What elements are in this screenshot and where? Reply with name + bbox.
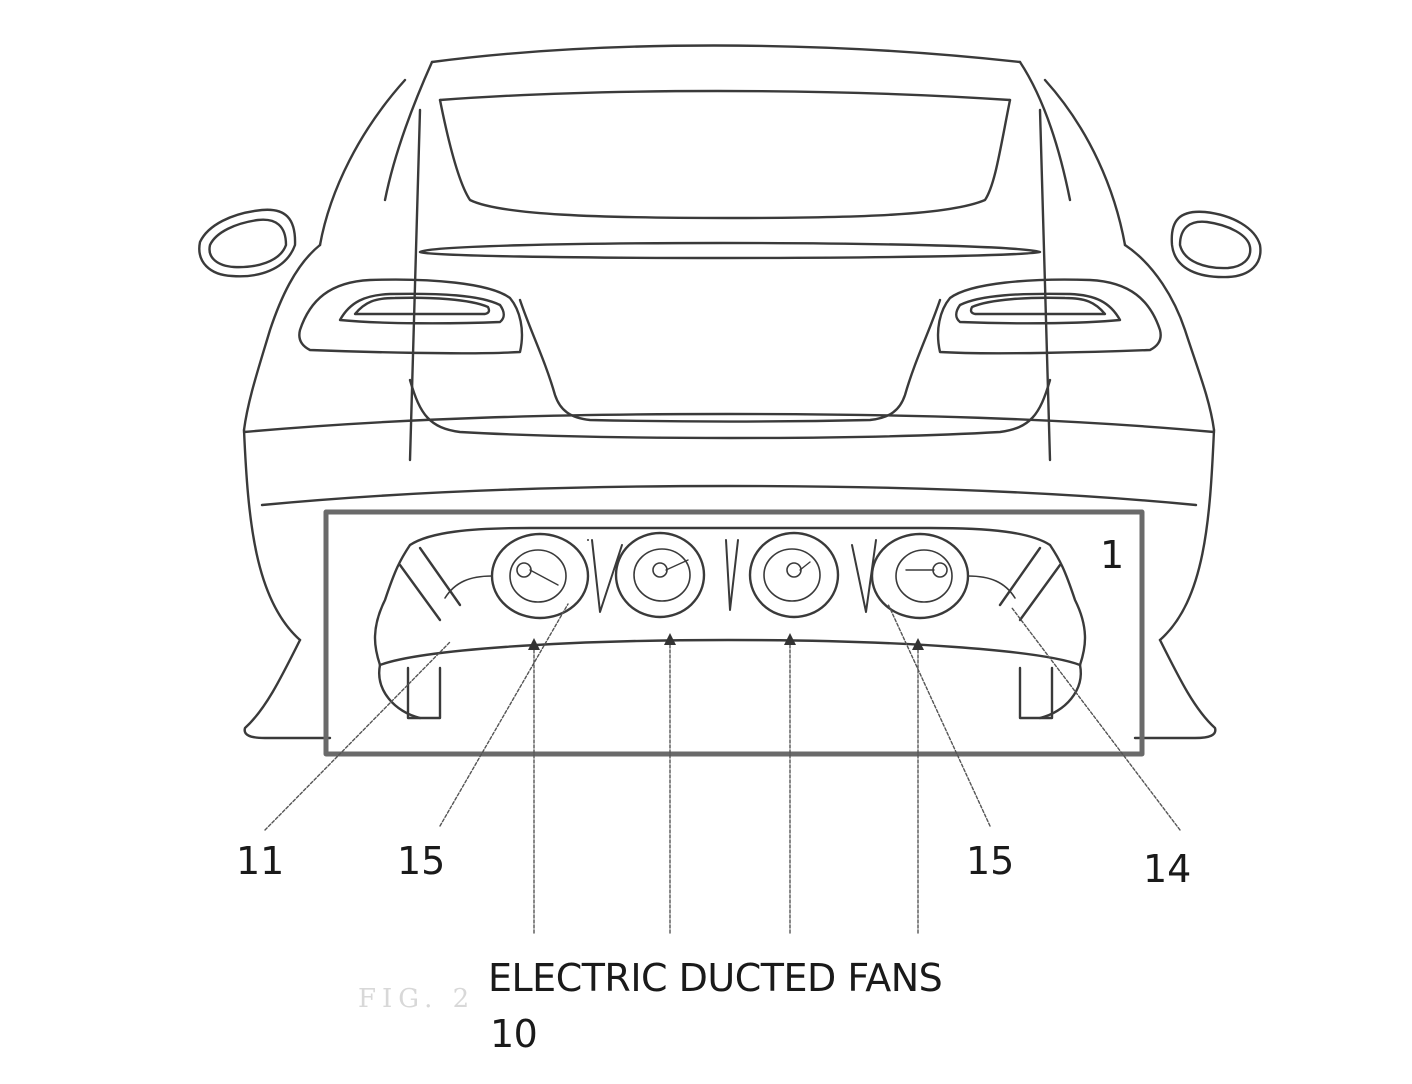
caption-title: ELECTRIC DUCTED FANS [488, 956, 943, 1000]
tail-light-right [936, 278, 1162, 355]
caption-ref: 10 [490, 1012, 538, 1056]
fan-3 [748, 531, 840, 619]
callout-rear-diffuser: 11 [236, 839, 285, 883]
callout-duct-left: 15 [397, 839, 446, 883]
lower-body [243, 638, 1217, 740]
callout-system: 1 [1100, 533, 1125, 577]
fan-1 [444, 532, 590, 620]
body-shoulders [242, 243, 1216, 642]
fan-4 [870, 532, 1016, 620]
mirror-left [198, 208, 297, 278]
duct-dividers [587, 539, 877, 613]
fan-2 [614, 531, 706, 619]
mirror-right [1170, 210, 1262, 279]
trunk-lid [408, 298, 1052, 440]
callout-side-element: 14 [1143, 847, 1192, 891]
roof-outline [318, 44, 1127, 462]
leader-lines [264, 603, 1181, 936]
spoiler [418, 241, 1042, 260]
arrowheads [528, 633, 924, 650]
figure-label: FIG. 2 [358, 984, 476, 1014]
tail-light-left [298, 278, 524, 355]
bumper-creases [242, 412, 1216, 507]
system-boundary [323, 509, 1145, 757]
callout-duct-right: 15 [966, 839, 1015, 883]
rear-diffuser [373, 526, 1087, 720]
